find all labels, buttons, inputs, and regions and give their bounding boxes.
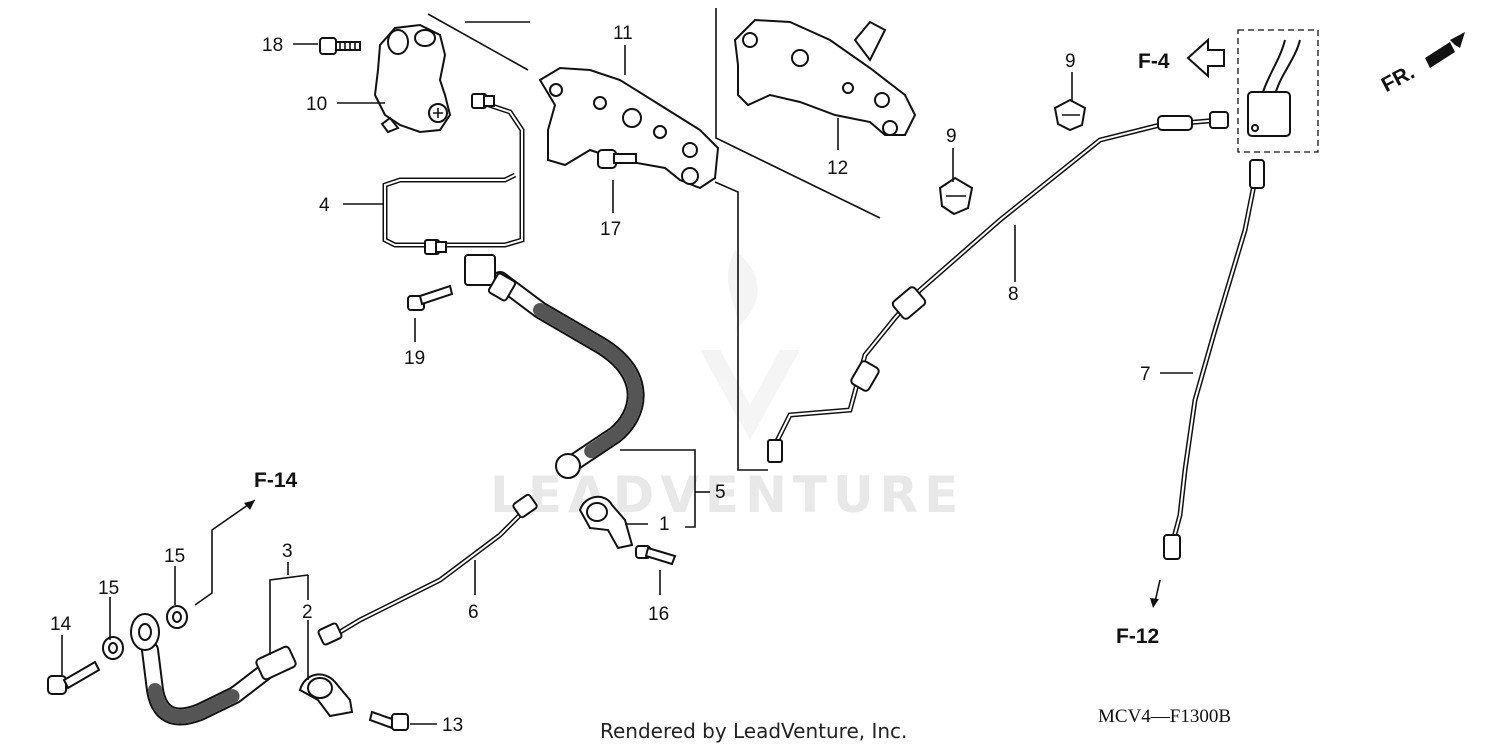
leader-line — [714, 181, 768, 471]
clip-9-upper-part[interactable] — [1053, 98, 1087, 132]
brake-hose-3-part[interactable] — [130, 613, 297, 726]
callout-7: 7 — [1140, 364, 1151, 385]
credit-text: Rendered by LeadVenture, Inc. — [600, 719, 907, 743]
callout-19: 19 — [404, 348, 425, 369]
front-direction-arrow-icon — [1425, 32, 1465, 68]
f14-arrow-icon — [194, 499, 256, 606]
callout-9-lower: 9 — [946, 126, 957, 147]
callout-15-left: 15 — [98, 578, 119, 599]
callout-18: 18 — [262, 35, 283, 56]
direction-label: FR. — [1378, 61, 1419, 97]
callout-numbers: 1 2 3 4 5 6 7 8 9 9 10 11 12 13 14 15 15… — [50, 23, 1151, 736]
callout-15-right: 15 — [164, 546, 185, 567]
clip-9-lower-part[interactable] — [938, 176, 974, 216]
bracket-11-part[interactable] — [538, 66, 720, 190]
reference-f14[interactable]: F-14 — [254, 469, 298, 492]
brake-pipe-4-part[interactable] — [382, 93, 525, 255]
clamp-1-part[interactable] — [578, 495, 634, 550]
callout-1: 1 — [659, 514, 670, 535]
callout-10: 10 — [306, 94, 327, 115]
brake-pipe-8-part[interactable] — [767, 111, 1229, 463]
callout-3: 3 — [282, 541, 293, 562]
diagram-code: MCV4—F1300B — [1098, 706, 1231, 727]
leader-lines — [61, 43, 1193, 725]
washer-15-left-part[interactable] — [102, 636, 124, 660]
bolt-19-part[interactable] — [407, 284, 454, 311]
callout-4: 4 — [319, 195, 330, 216]
brake-pipe-6-part[interactable] — [317, 493, 538, 646]
bolt-16-part[interactable] — [635, 545, 677, 566]
reference-f12[interactable]: F-12 — [1116, 625, 1159, 648]
bolt-14-part[interactable] — [47, 660, 101, 695]
callout-9-upper: 9 — [1065, 51, 1076, 72]
brake-hose-7-part[interactable] — [1163, 159, 1265, 560]
callout-14: 14 — [50, 614, 72, 635]
callout-8: 8 — [1008, 284, 1019, 305]
master-cylinder-part[interactable] — [373, 23, 452, 134]
callout-13: 13 — [442, 715, 463, 736]
callout-6: 6 — [468, 602, 479, 623]
bolt-18-part[interactable] — [319, 37, 361, 55]
bolt-13-part[interactable] — [368, 710, 409, 731]
f12-arrow-icon — [1150, 579, 1161, 608]
clamp-2-part[interactable] — [298, 673, 354, 718]
f4-inset-box — [1237, 29, 1319, 153]
washer-15-right-part[interactable] — [166, 605, 188, 629]
watermark-logo — [700, 250, 800, 440]
brake-hose-5-part[interactable] — [464, 254, 645, 479]
callout-16: 16 — [648, 604, 669, 625]
bracket-12-part[interactable] — [733, 18, 917, 136]
callout-5: 5 — [715, 482, 726, 503]
callout-17: 17 — [600, 219, 621, 240]
callout-2: 2 — [302, 602, 313, 623]
f4-arrow-icon — [1186, 37, 1225, 79]
inset-frame-line — [715, 8, 881, 219]
reference-f4[interactable]: F-4 — [1138, 50, 1170, 73]
callout-12: 12 — [827, 158, 848, 179]
callout-11: 11 — [613, 23, 633, 44]
bolt-17-part[interactable] — [597, 149, 637, 169]
leader-line — [427, 13, 529, 71]
